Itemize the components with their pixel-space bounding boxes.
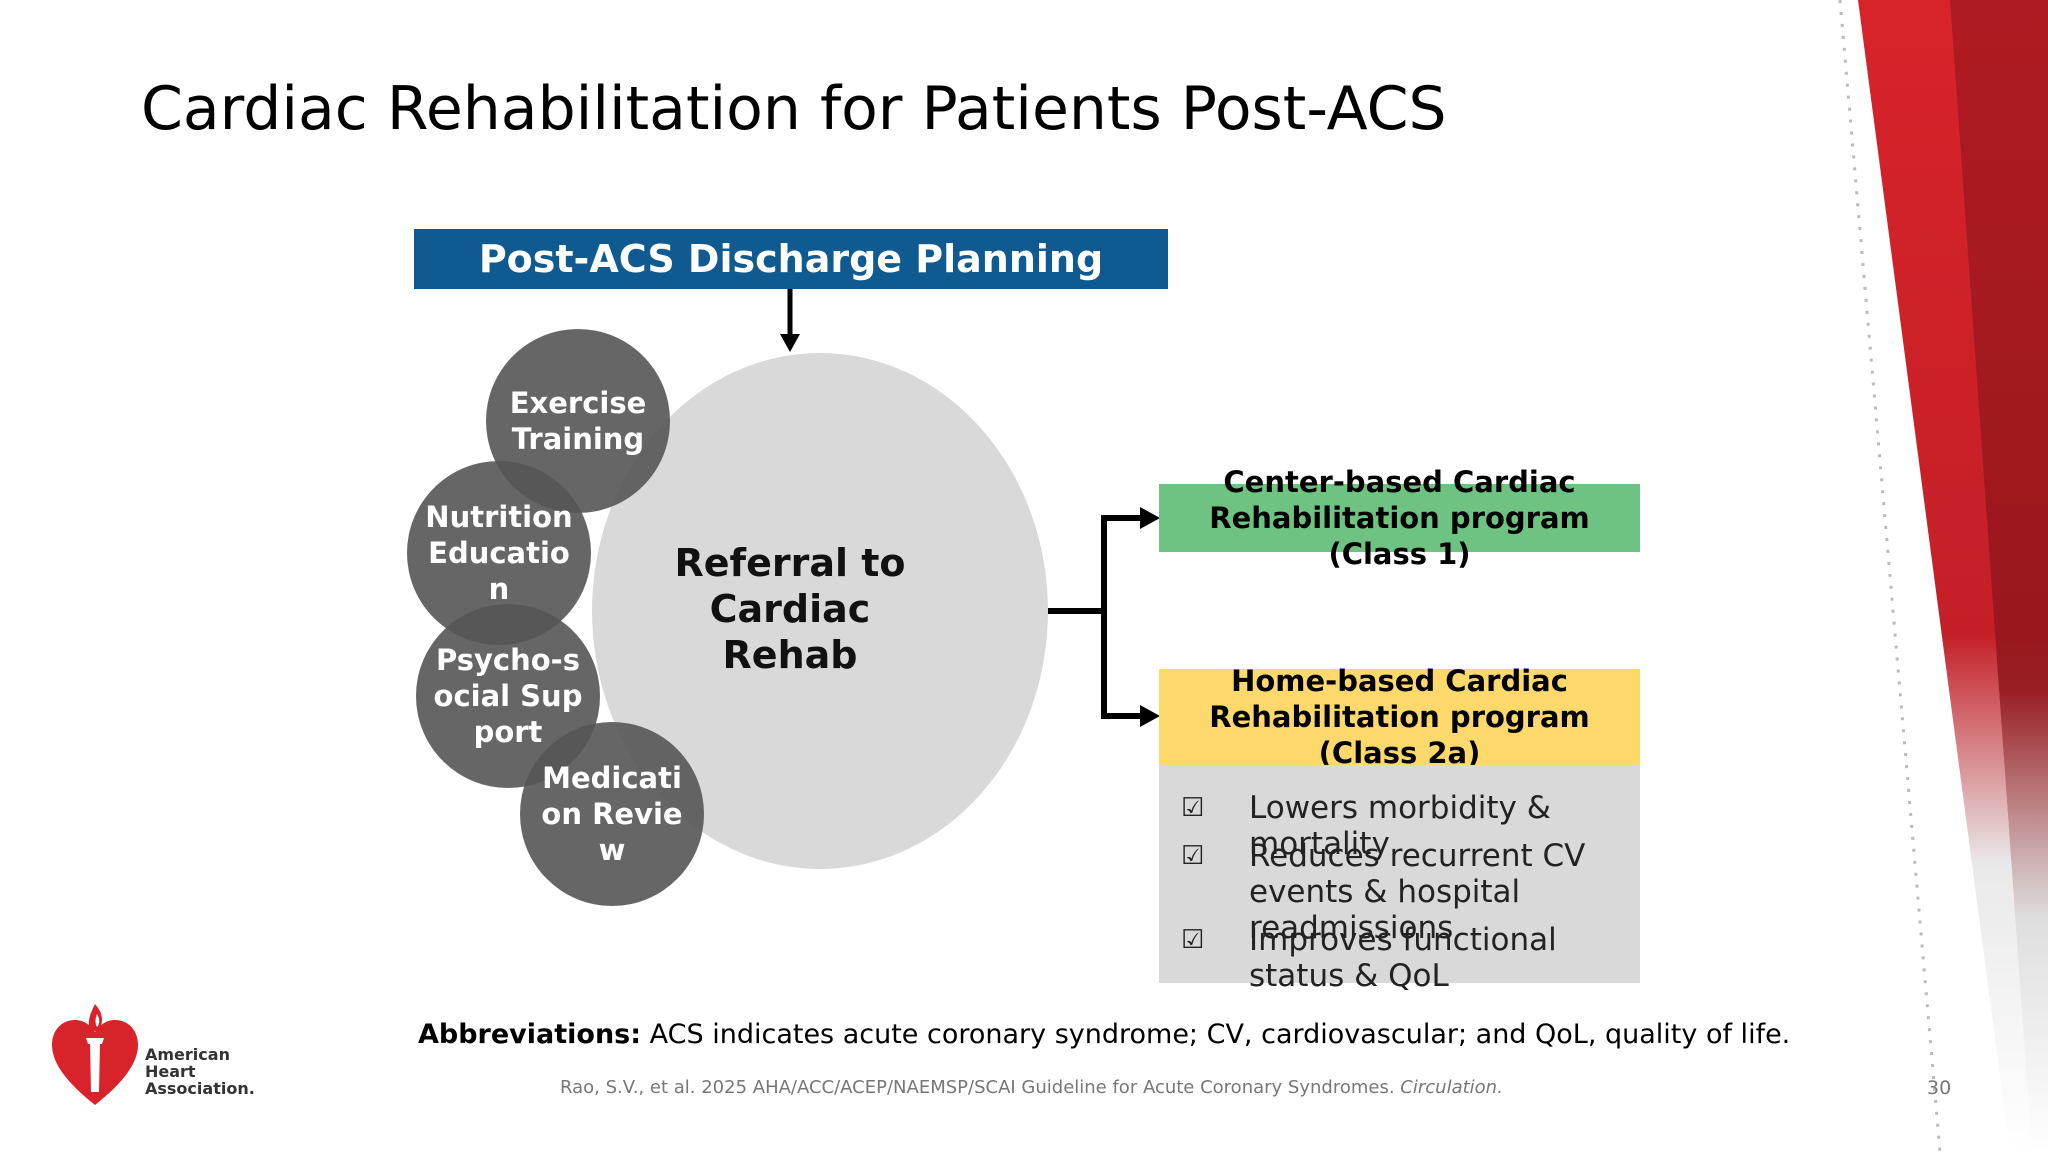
page-number: 30 [1927, 1077, 1952, 1099]
component-nutrition-education: Nutrition Education [407, 461, 591, 645]
aha-logo-text: American Heart Association. [145, 1045, 255, 1098]
down-arrow-head [780, 334, 800, 352]
decorative-ribbon [1838, 0, 2048, 1152]
checkbox-icon: ☑ [1181, 841, 1205, 871]
home-based-program-box: Home-based Cardiac Rehabilitation progra… [1159, 664, 1640, 770]
slide-title: Cardiac Rehabilitation for Patients Post… [141, 74, 1447, 144]
component-medication-review: Medication Review [520, 722, 704, 906]
benefits-panel: ☑ Lowers morbidity & mortality ☑ Reduces… [1159, 765, 1640, 994]
citation: Rao, S.V., et al. 2025 AHA/ACC/ACEP/NAEM… [560, 1077, 1503, 1098]
benefit-item: ☑ Lowers morbidity & mortality [1181, 790, 1551, 862]
checkbox-icon: ☑ [1181, 925, 1205, 955]
branch-top-arrowhead [1140, 507, 1160, 529]
aha-heart-torch-icon [52, 1004, 138, 1105]
checkbox-icon: ☑ [1181, 793, 1205, 823]
center-based-program-box: Center-based Cardiac Rehabilitation prog… [1159, 465, 1640, 571]
discharge-planning-header: Post-ACS Discharge Planning [414, 229, 1168, 289]
benefit-item: ☑ Reduces recurrent CV events & hospital… [1181, 838, 1586, 946]
branch-bottom-arrowhead [1140, 705, 1160, 727]
abbreviations-note: Abbreviations: ACS indicates acute coron… [418, 1019, 1791, 1050]
referral-label: Referral to Cardiac Rehab [674, 541, 906, 677]
benefit-item: ☑ Improves functional status & QoL [1181, 922, 1557, 994]
